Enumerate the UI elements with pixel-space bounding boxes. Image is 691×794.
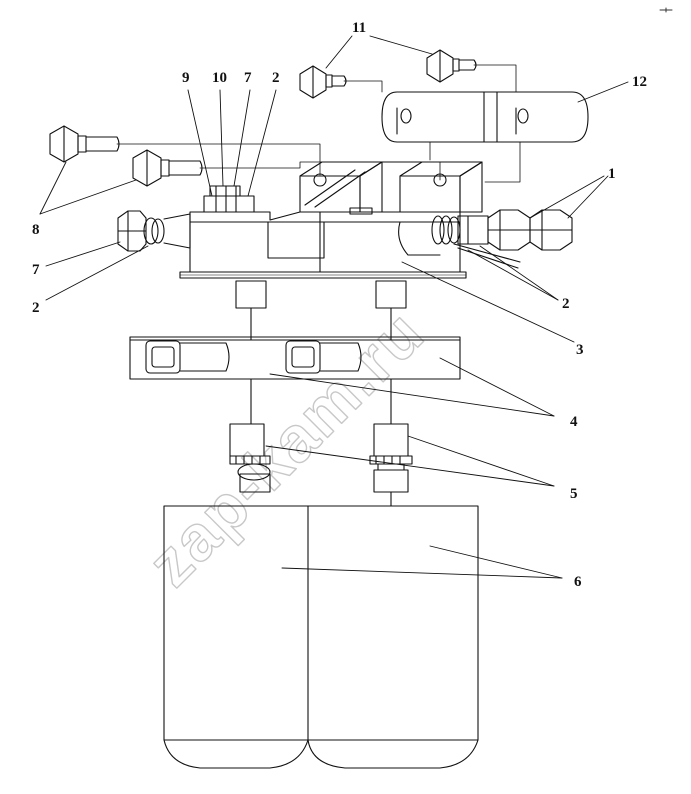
callout-2-top: 2 [272, 70, 280, 86]
filter-connector-right [369, 423, 413, 507]
left-union-fitting [117, 210, 191, 252]
callout-2-right: 2 [562, 296, 570, 312]
filter-head [179, 161, 483, 279]
mounting-bolt-lower [132, 149, 203, 187]
callout-6: 6 [574, 574, 582, 590]
callout-2-left: 2 [32, 300, 40, 316]
filter-canister-left [163, 505, 309, 769]
bracket-bolt-right [426, 49, 477, 83]
filter-canister-right [307, 505, 479, 769]
callout-9: 9 [182, 70, 190, 86]
right-union-fittings [431, 209, 573, 269]
callout-7-left: 7 [32, 262, 40, 278]
clamp-bar [129, 336, 461, 380]
callout-11: 11 [352, 20, 366, 36]
head-stems [235, 280, 407, 341]
watermark: zap-kam.ru [133, 295, 438, 600]
bracket-bolt-left [299, 65, 347, 99]
filter-connector-left [229, 423, 271, 493]
callout-12: 12 [632, 74, 647, 90]
callout-labels: 11 12 9 10 7 2 1 8 7 2 2 3 4 5 6 [32, 20, 647, 590]
callout-8: 8 [32, 222, 40, 238]
callout-1: 1 [608, 166, 616, 182]
callout-3: 3 [576, 342, 584, 358]
mounting-bracket [381, 91, 589, 143]
callout-7-top: 7 [244, 70, 252, 86]
watermark-text: zap-kam.ru [134, 296, 438, 600]
callout-10: 10 [212, 70, 227, 86]
leader-lines [39, 35, 629, 579]
callout-5: 5 [570, 486, 578, 502]
mounting-bolt-upper [49, 125, 120, 163]
vent-plug-assembly [203, 185, 255, 213]
lower-stems [250, 378, 392, 425]
callout-4: 4 [570, 414, 578, 430]
corner-mark [659, 7, 673, 13]
routing-lines [116, 64, 521, 183]
